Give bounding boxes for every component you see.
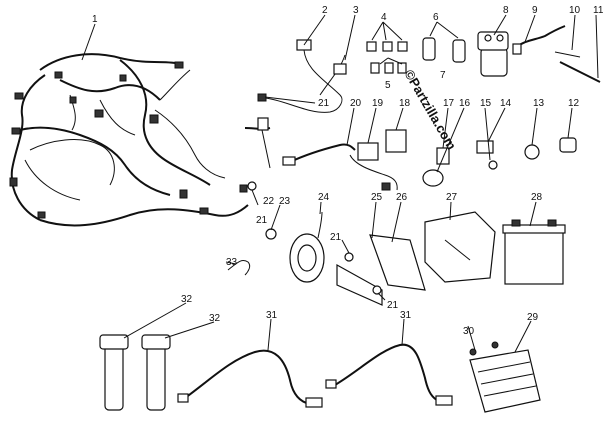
callout-32-a: 32 bbox=[181, 294, 193, 305]
wiring-harness bbox=[9, 53, 249, 227]
callout-7: 7 bbox=[440, 70, 446, 81]
callout-15: 15 bbox=[480, 98, 492, 109]
callout-21-a: 21 bbox=[318, 98, 330, 109]
callout-17: 17 bbox=[443, 98, 455, 109]
callout-labels: 1 2 3 4 5 6 7 8 9 10 11 12 13 14 15 16 1… bbox=[92, 5, 604, 337]
callout-31-a: 31 bbox=[266, 310, 278, 321]
horn bbox=[265, 211, 325, 283]
ecu bbox=[424, 211, 496, 283]
callout-21-c: 21 bbox=[330, 232, 342, 243]
callout-32-b: 32 bbox=[209, 313, 221, 324]
callout-19: 19 bbox=[372, 98, 384, 109]
callout-6: 6 bbox=[433, 12, 439, 23]
callout-5: 5 bbox=[385, 80, 391, 91]
callout-20: 20 bbox=[350, 98, 362, 109]
callout-11: 11 bbox=[593, 5, 604, 16]
callout-29: 29 bbox=[527, 312, 539, 323]
regulator bbox=[469, 341, 541, 413]
callout-25: 25 bbox=[371, 192, 383, 203]
callout-1: 1 bbox=[92, 14, 98, 25]
callout-4: 4 bbox=[381, 12, 387, 23]
callout-8: 8 bbox=[503, 5, 509, 16]
callout-24: 24 bbox=[318, 192, 330, 203]
battery bbox=[502, 219, 566, 285]
callout-21-b: 21 bbox=[256, 215, 268, 226]
fuse-holders bbox=[422, 21, 466, 63]
callout-27: 27 bbox=[446, 192, 458, 203]
callout-13: 13 bbox=[533, 98, 545, 109]
small-switch bbox=[319, 54, 347, 96]
callout-18: 18 bbox=[399, 98, 411, 109]
pins bbox=[554, 51, 601, 83]
tube bbox=[512, 25, 566, 55]
callout-10: 10 bbox=[569, 5, 581, 16]
callout-26: 26 bbox=[396, 192, 408, 203]
callout-31-b: 31 bbox=[400, 310, 412, 321]
watermark-text: ©Partzilla.com bbox=[401, 67, 459, 152]
callout-30: 30 bbox=[463, 326, 475, 337]
callout-3: 3 bbox=[353, 5, 359, 16]
ignition-coils bbox=[99, 334, 171, 411]
leader-lines bbox=[81, 14, 599, 353]
callout-33: 33 bbox=[226, 257, 238, 268]
bracket-cover bbox=[336, 234, 426, 306]
row2-parts bbox=[244, 117, 577, 191]
callout-9: 9 bbox=[532, 5, 538, 16]
callout-16: 16 bbox=[459, 98, 471, 109]
callout-2: 2 bbox=[322, 5, 328, 16]
oxygen-sensors bbox=[177, 343, 453, 408]
callout-23: 23 bbox=[279, 196, 291, 207]
relays bbox=[366, 21, 408, 74]
starter-relay bbox=[477, 31, 509, 77]
callout-12: 12 bbox=[568, 98, 580, 109]
callout-22: 22 bbox=[263, 196, 275, 207]
callout-21-d: 21 bbox=[387, 300, 399, 311]
callout-28: 28 bbox=[531, 192, 543, 203]
callout-14: 14 bbox=[500, 98, 512, 109]
